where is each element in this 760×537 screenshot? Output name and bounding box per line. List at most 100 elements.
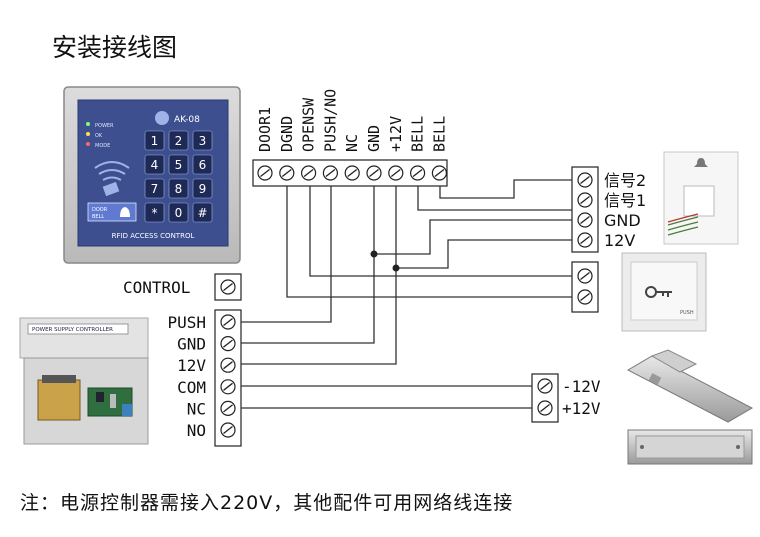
keypad-key[interactable]: *	[144, 202, 165, 223]
terminal-screw	[220, 279, 236, 295]
terminal-screw	[431, 165, 447, 181]
magnetic-lock	[627, 429, 753, 465]
psu-screws	[220, 314, 236, 438]
keypad-keys: 1 2 3 4 5 6 7 8 9 * 0 #	[144, 130, 213, 223]
terminal-screw	[577, 289, 593, 305]
reader-terminal-label: GND	[365, 125, 383, 152]
terminal-screw	[220, 379, 236, 395]
led-label: POWER	[95, 123, 114, 129]
reader-screws	[257, 165, 447, 181]
power-supply-label: POWER SUPPLY CONTROLLER	[32, 327, 113, 333]
lock-screws	[537, 378, 553, 416]
reader-terminal-label: DGND	[278, 116, 296, 152]
terminal-screw	[577, 268, 593, 284]
bell-icon	[694, 158, 708, 167]
terminal-screw	[388, 165, 404, 181]
terminal-screw	[577, 172, 593, 188]
led-label: OK	[95, 133, 103, 139]
terminal-screw	[220, 314, 236, 330]
power-supply-device: POWER SUPPLY CONTROLLER	[19, 317, 149, 445]
keypad-key-label: *	[152, 206, 158, 220]
doorbell-terminal-label: 12V	[604, 231, 635, 250]
keypad-key-label: 3	[199, 134, 207, 148]
doorbell-key[interactable]: DOOR BELL	[87, 202, 137, 222]
reader-terminal-label: NC	[343, 134, 361, 152]
keypad-key-label: 2	[175, 134, 183, 148]
doorbell-terminal-label: GND	[604, 211, 641, 230]
page-title: 安装接线图	[52, 33, 178, 62]
lock-terminal-label: +12V	[562, 399, 601, 418]
reader-terminal-label: PUSH/NO	[321, 89, 339, 152]
terminal-screw	[322, 165, 338, 181]
reader-terminal-label: +12V	[387, 116, 405, 152]
keypad-key[interactable]: 9	[192, 178, 213, 199]
keypad-caption: RFID ACCESS CONTROL	[112, 232, 195, 240]
keypad-key[interactable]: 5	[168, 154, 189, 175]
status-leds: POWER OK MODE	[86, 122, 114, 149]
psu-terminal-label: PUSH	[167, 313, 206, 332]
keypad-key-label: 6	[199, 158, 207, 172]
psu-terminal-label: NC	[187, 399, 206, 418]
keypad-key[interactable]: 6	[192, 154, 213, 175]
keypad-model: AK-08	[174, 115, 200, 125]
keypad-key-label: 9	[199, 182, 207, 196]
reader-terminal-label: BELL	[430, 116, 448, 152]
keypad-key[interactable]: 1	[144, 130, 165, 151]
reader-terminal-label: BELL	[409, 116, 427, 152]
brand-logo-icon	[155, 111, 169, 125]
exit-button-label: PUSH	[680, 310, 694, 316]
keypad-key[interactable]: 3	[192, 130, 213, 151]
control-screw	[220, 279, 236, 295]
keypad-key[interactable]: 7	[144, 178, 165, 199]
terminal-screw	[257, 165, 273, 181]
led-label: MODE	[95, 143, 110, 149]
keypad-key-label: 1	[151, 134, 159, 148]
keypad-key[interactable]: 2	[168, 130, 189, 151]
doorbell-screws	[577, 172, 593, 248]
keypad-key-label: 7	[151, 182, 159, 196]
installation-note: 注：电源控制器需接入220V，其他配件可用网络线连接	[20, 492, 514, 514]
rfid-wave-icon	[94, 161, 130, 197]
keypad-key[interactable]: 4	[144, 154, 165, 175]
lock-terminal-label: -12V	[562, 377, 601, 396]
terminal-screw	[279, 165, 295, 181]
keypad-key-label: 5	[175, 158, 183, 172]
exit-button-screws	[577, 268, 593, 305]
access-keypad: AK-08 POWER OK MODE DOOR BELL 1 2 3 4 5 6 7 8 9 *…	[63, 86, 241, 264]
control-label: CONTROL	[123, 278, 190, 297]
doorbell-terminal-label: 信号1	[604, 191, 646, 210]
reader-terminal-label: DOOR1	[256, 107, 274, 152]
terminal-screw	[344, 165, 360, 181]
bell-icon	[120, 207, 130, 217]
terminal-screw	[537, 400, 553, 416]
terminal-screw	[220, 400, 236, 416]
keypad-key-label: 4	[151, 158, 159, 172]
terminal-screw	[366, 165, 382, 181]
electric-bolt-lock	[626, 349, 754, 423]
keypad-key-label: #	[197, 206, 207, 220]
keypad-key[interactable]: #	[192, 202, 213, 223]
terminal-screw	[301, 165, 317, 181]
doorbell-label: BELL	[92, 214, 104, 220]
lock-terminal-labels: -12V +12V	[562, 377, 601, 418]
keypad-key[interactable]: 8	[168, 178, 189, 199]
keypad-key[interactable]: 0	[168, 202, 189, 223]
keypad-key-label: 8	[175, 182, 183, 196]
terminal-screw	[537, 378, 553, 394]
terminal-screw	[220, 422, 236, 438]
psu-terminal-label: COM	[177, 378, 206, 397]
doorbell-terminal-label: 信号2	[604, 171, 646, 190]
terminal-screw	[577, 192, 593, 208]
doorbell-device	[663, 151, 739, 245]
terminal-screw	[410, 165, 426, 181]
keypad-key-label: 0	[175, 206, 183, 220]
terminal-screw	[577, 212, 593, 228]
key-icon	[645, 286, 672, 298]
doorbell-label: DOOR	[92, 207, 108, 213]
exit-button-device: PUSH	[621, 252, 707, 332]
psu-terminal-label: NO	[187, 421, 206, 440]
terminal-screw	[220, 336, 236, 352]
